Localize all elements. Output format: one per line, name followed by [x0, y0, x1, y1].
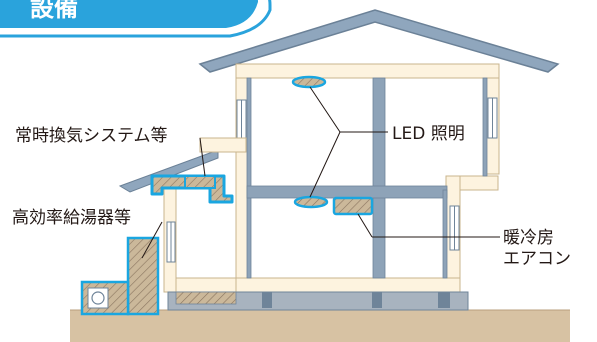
water-heater-label: 高効率給湯器等: [12, 208, 131, 228]
aircon-label-line2: エアコン: [503, 249, 571, 269]
ventilation-label: 常時換気システム等: [15, 126, 168, 146]
interior-frame: [246, 77, 488, 279]
led-light-lower: [293, 195, 329, 209]
aircon-unit: [332, 196, 374, 216]
title-tab: 設備: [0, 0, 272, 38]
windows: [166, 97, 498, 263]
led-label: LED 照明: [392, 124, 465, 144]
aircon-label-line1: 暖冷房: [503, 228, 554, 248]
leader-lines: [141, 86, 500, 259]
porch-roof: [118, 149, 219, 193]
water-heater-unit: [80, 236, 160, 316]
roof: [198, 9, 560, 73]
ground: [70, 310, 570, 342]
ventilation-unit: [150, 174, 234, 204]
foundation: [167, 291, 469, 311]
led-light-upper: [291, 75, 327, 89]
house-walls: [163, 63, 500, 293]
page-title: 設備: [30, 0, 78, 22]
